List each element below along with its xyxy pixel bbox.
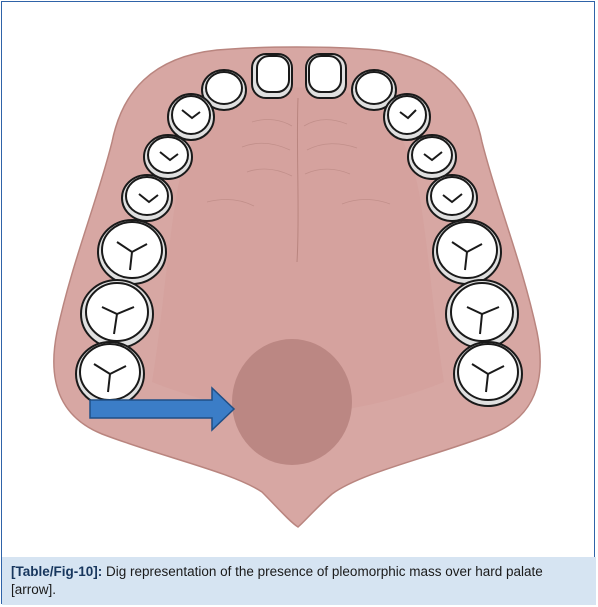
tooth-icon	[201, 69, 247, 111]
palate-illustration	[53, 46, 541, 528]
figure-caption-text: Dig representation of the presence of pl…	[11, 564, 543, 597]
tooth-icon	[407, 134, 457, 180]
tooth-icon	[351, 69, 397, 111]
rugae	[206, 119, 391, 207]
figure-label: [Table/Fig-10]:	[11, 564, 103, 579]
tooth-icon	[251, 53, 293, 99]
teeth-left	[75, 53, 293, 407]
figure-image	[2, 2, 596, 557]
palatal-raphe	[296, 97, 299, 263]
tooth-icon	[305, 53, 347, 99]
tooth-icon	[143, 134, 193, 180]
tooth-icon	[426, 174, 478, 222]
arrow-icon	[89, 386, 236, 432]
teeth-right	[305, 53, 523, 407]
tooth-icon	[121, 174, 173, 222]
figure-caption: [Table/Fig-10]: Dig representation of th…	[2, 557, 596, 605]
tooth-fissures	[93, 109, 505, 393]
mass-lesion	[232, 339, 352, 465]
